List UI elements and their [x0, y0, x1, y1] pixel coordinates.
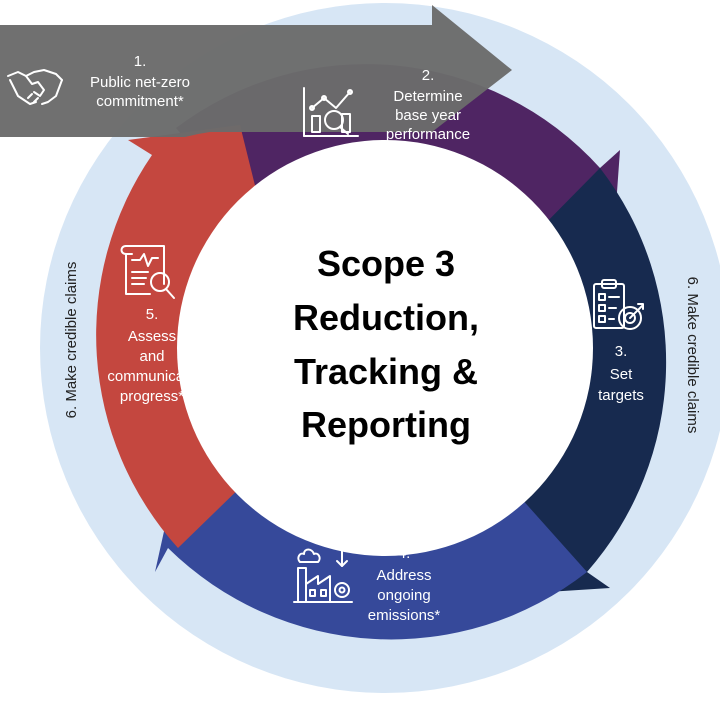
step-5-label-line-2: and	[139, 348, 164, 365]
center-title-line-2: Reduction,	[293, 297, 479, 338]
center-title-line-4: Reporting	[301, 404, 471, 445]
step-2-label-line-3: performance	[386, 126, 470, 143]
step-5-label-line-4: progress*	[120, 388, 184, 405]
step-3-label-line-1: Set	[610, 366, 633, 383]
step-4-label-line-1: Address	[376, 567, 431, 584]
step-2-label-line-1: Determine	[393, 88, 462, 105]
checklist-target-icon	[593, 279, 644, 330]
report-magnifier-icon	[120, 245, 175, 299]
center-title-line-1: Scope 3	[317, 243, 455, 284]
outer-ring-label-left: 6. Make credible claims	[63, 262, 80, 419]
step-4-label-line-3: emissions*	[368, 607, 441, 624]
step-1-arrow	[0, 5, 512, 137]
center-title-line-3: Tracking &	[294, 351, 478, 392]
step-3-label-line-2: targets	[598, 387, 644, 404]
step-2-label-line-2: base year	[395, 107, 461, 124]
step-1-label-line-1: Public net-zero	[90, 74, 190, 91]
step-3-number: 3.	[615, 343, 628, 360]
chart-magnifier-icon	[303, 87, 359, 137]
step-5-label-line-3: communicate	[107, 368, 196, 385]
factory-icon	[293, 548, 353, 603]
step-4-label-line-2: ongoing	[377, 587, 430, 604]
step-5-label-line-1: Assess	[128, 328, 176, 345]
step-4-number: 4.	[398, 545, 411, 562]
step-5-number: 5.	[146, 306, 159, 323]
outer-ring-label-right: 6. Make credible claims	[684, 277, 701, 434]
center-circle	[177, 140, 593, 556]
step-1-label-line-2: commitment*	[96, 93, 184, 110]
handshake-icon	[7, 69, 63, 105]
step-1-number: 1.	[134, 53, 147, 70]
step-2-number: 2.	[422, 67, 435, 84]
